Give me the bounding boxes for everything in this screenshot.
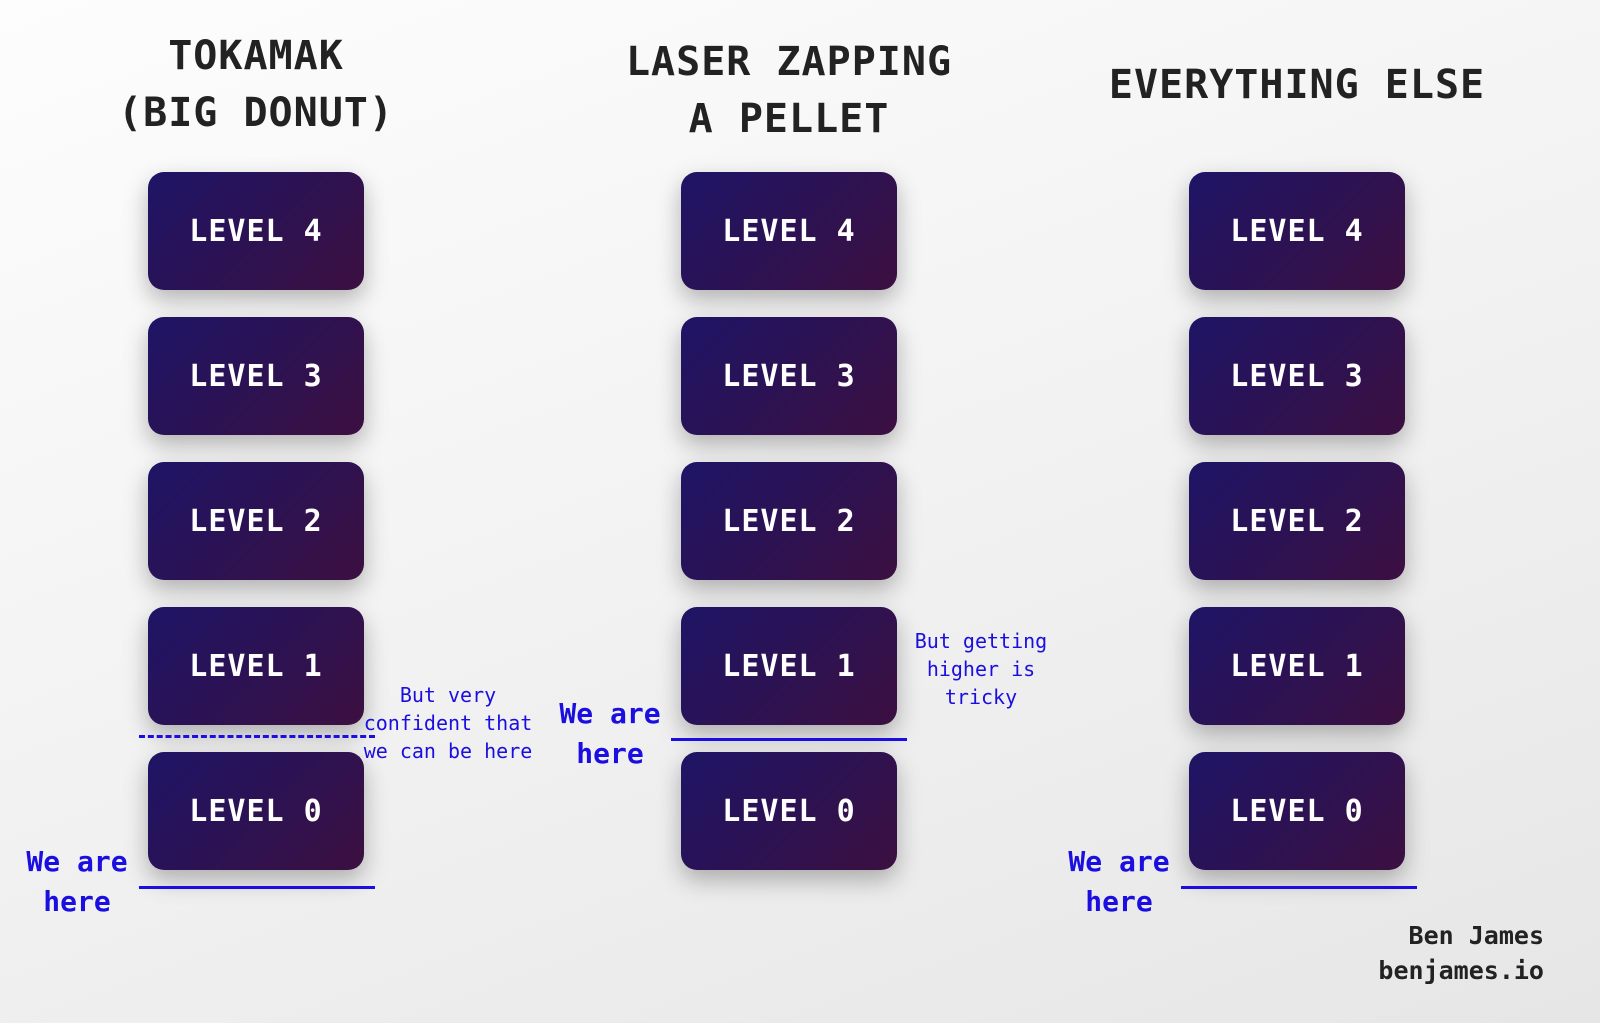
level-box-4: LEVEL 4 [148, 172, 364, 290]
credit: Ben James benjames.io [1378, 918, 1544, 988]
author-site: benjames.io [1378, 956, 1544, 985]
author-name: Ben James [1408, 921, 1544, 950]
level-box-3: LEVEL 3 [681, 317, 897, 435]
title-line: A PELLET [688, 96, 890, 142]
level-box-0: LEVEL 0 [1189, 752, 1405, 870]
title-line: EVERYTHING ELSE [1108, 62, 1486, 108]
level-box-1: LEVEL 1 [148, 607, 364, 725]
title-line: TOKAMAK [168, 33, 344, 79]
level-box-4: LEVEL 4 [681, 172, 897, 290]
title-tokamak: TOKAMAK (BIG DONUT) [6, 28, 506, 142]
level-box-2: LEVEL 2 [1189, 462, 1405, 580]
we-are-here-line [139, 886, 375, 889]
title-line: LASER ZAPPING [625, 39, 953, 85]
level-box-2: LEVEL 2 [148, 462, 364, 580]
tricky-note: But getting higher is tricky [914, 629, 1048, 709]
level-box-1: LEVEL 1 [681, 607, 897, 725]
level-box-0: LEVEL 0 [148, 752, 364, 870]
we-are-here-label: We are here [559, 697, 661, 770]
level-box-4: LEVEL 4 [1189, 172, 1405, 290]
we-are-here-line [671, 738, 907, 741]
level-box-3: LEVEL 3 [148, 317, 364, 435]
level-box-0: LEVEL 0 [681, 752, 897, 870]
title-line: (BIG DONUT) [118, 90, 394, 136]
confidence-note: But very confident that we can be here [363, 683, 533, 763]
level-box-2: LEVEL 2 [681, 462, 897, 580]
title-laser: LASER ZAPPING A PELLET [539, 34, 1039, 148]
we-are-here-label: We are here [26, 845, 128, 918]
title-everything-else: EVERYTHING ELSE [1047, 57, 1547, 114]
confidence-line [139, 735, 375, 738]
we-are-here-line [1181, 886, 1417, 889]
we-are-here-label: We are here [1068, 845, 1170, 918]
level-box-1: LEVEL 1 [1189, 607, 1405, 725]
level-box-3: LEVEL 3 [1189, 317, 1405, 435]
